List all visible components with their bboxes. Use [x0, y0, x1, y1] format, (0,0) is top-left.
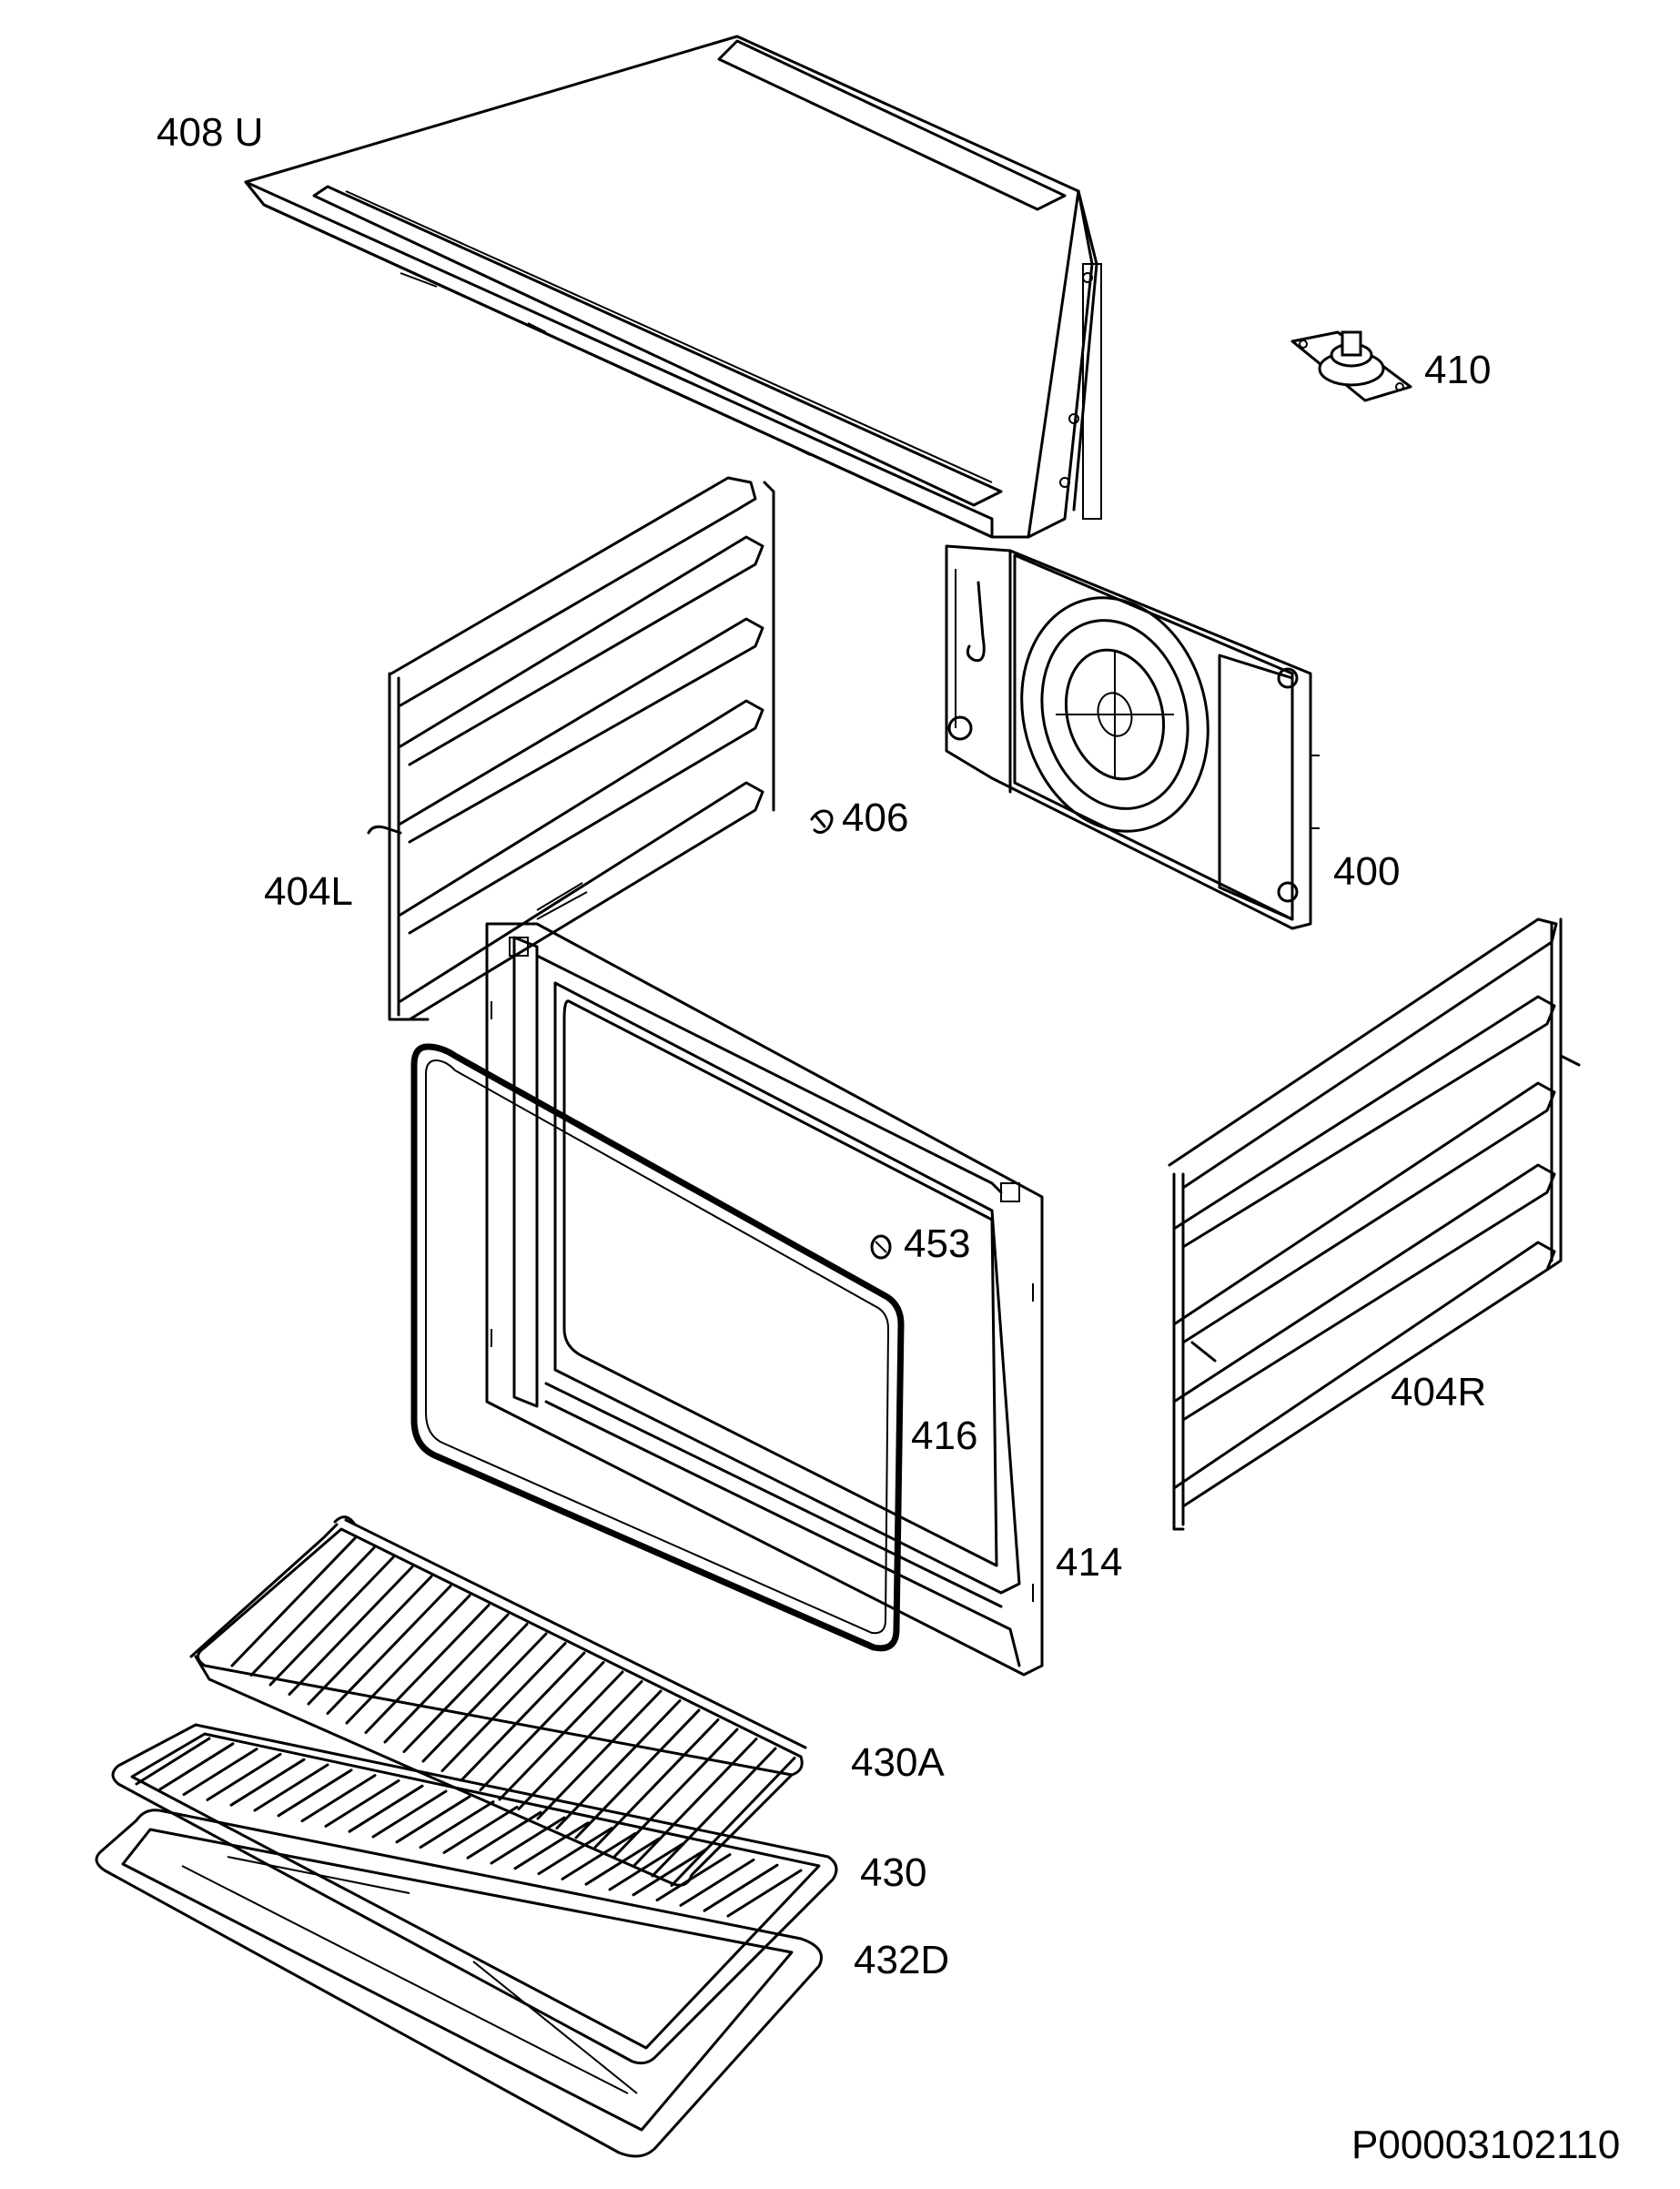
part-label-406: 406 — [842, 796, 909, 840]
rod — [402, 1623, 529, 1753]
rod — [440, 1642, 567, 1772]
rod — [651, 1747, 777, 1878]
rod — [460, 1651, 586, 1782]
part-label-414: 414 — [1056, 1540, 1123, 1585]
rod — [632, 1848, 708, 1897]
rod — [536, 1689, 663, 1820]
rod — [679, 1858, 755, 1907]
rod — [268, 1556, 395, 1687]
part-label-404L: 404L — [264, 869, 353, 914]
rod — [371, 1789, 448, 1839]
top-cover-panel-icon — [244, 35, 1102, 539]
rod — [383, 1613, 510, 1744]
rod — [300, 1774, 377, 1823]
rod — [612, 1728, 739, 1859]
rod — [555, 1699, 682, 1829]
part-label-416: 416 — [911, 1414, 978, 1458]
rod — [561, 1831, 637, 1880]
rod — [230, 1536, 357, 1667]
baking-tray-icon — [95, 1809, 823, 2158]
rod — [307, 1575, 433, 1706]
rod — [466, 1810, 542, 1860]
rod — [632, 1738, 758, 1868]
rod — [670, 1757, 796, 1887]
rod — [135, 1737, 211, 1786]
part-label-404R: 404R — [1391, 1370, 1487, 1414]
rod — [479, 1661, 605, 1791]
wire-grid-icon — [189, 1515, 807, 1887]
rod — [395, 1795, 471, 1844]
rod — [608, 1842, 684, 1891]
rod — [206, 1752, 282, 1801]
rod — [498, 1670, 624, 1801]
diagram-code: P00003102110 — [1351, 2123, 1621, 2167]
part-label-430A: 430A — [851, 1740, 945, 1785]
rod — [419, 1800, 495, 1850]
fan-motor-icon — [1290, 330, 1412, 402]
rod — [345, 1594, 471, 1725]
rod — [421, 1632, 548, 1763]
rod — [574, 1708, 701, 1839]
rod — [182, 1748, 258, 1797]
rod — [348, 1784, 424, 1833]
rear-fan-panel-icon — [945, 544, 1320, 930]
rod — [158, 1742, 235, 1791]
wire-shelf-icon — [111, 1723, 838, 2065]
rod — [726, 1869, 803, 1918]
part-label-432D: 432D — [854, 1938, 950, 1982]
rod — [229, 1758, 306, 1807]
part-label-430: 430 — [860, 1850, 927, 1895]
rod — [288, 1566, 414, 1696]
part-label-453: 453 — [904, 1221, 971, 1266]
rod — [490, 1816, 566, 1865]
clip-icon — [810, 809, 834, 835]
rod — [703, 1863, 779, 1912]
rod — [537, 1827, 613, 1876]
rod — [513, 1821, 590, 1870]
screw-icon — [870, 1234, 892, 1260]
rod — [249, 1546, 376, 1677]
right-shelf-rail-icon — [1168, 917, 1581, 1531]
rod — [517, 1680, 643, 1810]
part-label-408U: 408 U — [157, 110, 264, 155]
rod — [364, 1604, 491, 1734]
rod — [655, 1853, 732, 1902]
rod — [593, 1718, 720, 1849]
rod — [326, 1585, 452, 1715]
door-gasket-icon — [410, 1043, 905, 1652]
part-label-400: 400 — [1333, 849, 1401, 894]
rod — [442, 1805, 519, 1854]
rod — [253, 1763, 329, 1812]
rod — [584, 1837, 661, 1886]
rod — [324, 1779, 400, 1828]
front-frame-icon — [485, 922, 1044, 1677]
rod — [277, 1768, 353, 1818]
left-shelf-rail-icon — [367, 476, 775, 1021]
part-label-410: 410 — [1424, 348, 1492, 392]
